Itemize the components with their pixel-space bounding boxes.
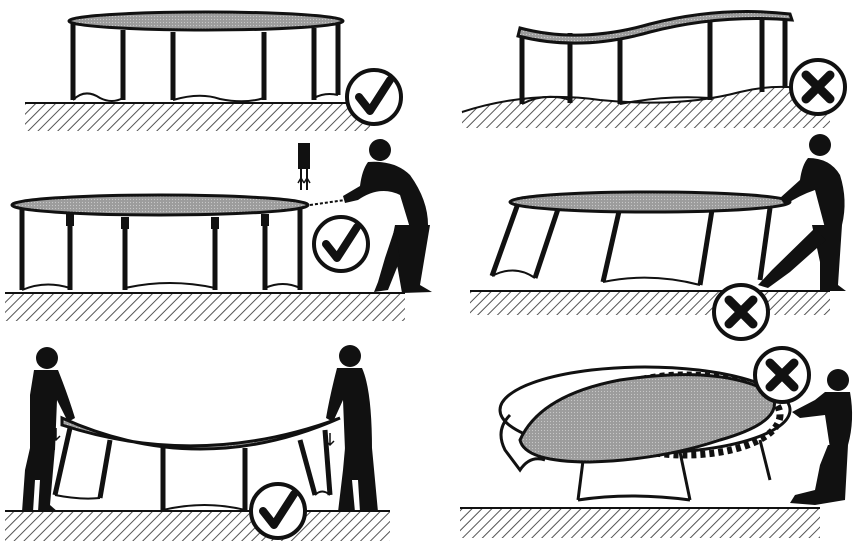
- detached-leg-icon: [298, 143, 310, 190]
- panel-uneven-ground: [462, 12, 845, 128]
- ground-hatch: [5, 511, 390, 541]
- panel-two-people-carry: [5, 345, 390, 541]
- ground-hatch: [470, 291, 830, 315]
- cross-mark-icon: [755, 348, 809, 402]
- panel-drag-frame: [470, 134, 846, 339]
- cross-mark-icon: [791, 60, 845, 114]
- ground-hatch: [25, 103, 370, 131]
- check-mark-icon: [314, 217, 368, 271]
- trampoline-mat: [12, 195, 308, 215]
- panel-tilted-pull: [460, 348, 852, 538]
- skirt-lines: [492, 270, 700, 285]
- person-figure-left: [22, 347, 75, 512]
- trampoline-mat: [510, 192, 790, 212]
- trampoline-mat: [62, 418, 340, 449]
- person-figure-right: [326, 345, 378, 512]
- ground-hatch: [460, 508, 820, 538]
- skirt-lines: [22, 283, 300, 290]
- trampoline-mat: [69, 12, 343, 30]
- ground-hatch: [5, 293, 405, 321]
- skirt-lines: [73, 93, 338, 101]
- check-mark-icon: [251, 484, 305, 538]
- check-mark-icon: [347, 70, 401, 124]
- trampoline-frame: [73, 22, 338, 100]
- trampoline-frame: [22, 208, 300, 290]
- ground-hatch: [462, 87, 830, 128]
- lift-indicator: [310, 200, 345, 205]
- panel-level-ground: [25, 12, 401, 131]
- trampoline-mat: [518, 12, 792, 44]
- cross-mark-icon: [714, 285, 768, 339]
- person-figure: [343, 139, 432, 293]
- panel-lift-leg-to-move: [5, 139, 432, 321]
